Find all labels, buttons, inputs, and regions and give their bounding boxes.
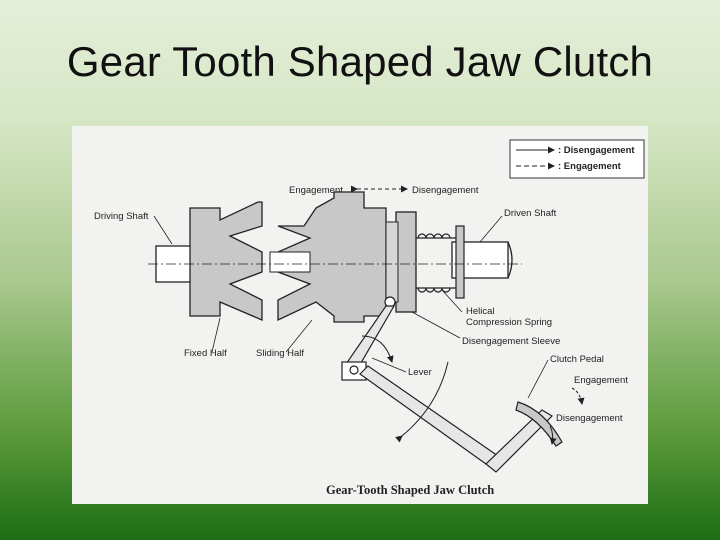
helical-spring-label-1: Helical (466, 306, 495, 317)
lever-pivot-pin (349, 365, 359, 375)
helical-spring-label-2: Compression Spring (466, 317, 552, 328)
disengagement-top-label: Disengagement (412, 185, 479, 196)
sliding-half-label: Sliding Half (256, 348, 304, 359)
clutch-diagram: : Disengagement : Engagement Engagement … (72, 126, 648, 504)
helical-spring (416, 233, 456, 293)
clutch-diagram-svg: : Disengagement : Engagement Engagement … (94, 139, 645, 497)
disengagement-sleeve-label: Disengagement Sleeve (462, 336, 560, 347)
legend-engagement-label: : Engagement (558, 161, 622, 172)
engagement-top-label: Engagement (289, 185, 343, 196)
legend: : Disengagement : Engagement (509, 139, 645, 179)
lever-label: Lever (408, 367, 432, 378)
legend-disengagement-label: : Disengagement (558, 145, 635, 156)
pedal-arm-upper (485, 409, 553, 473)
driven-shaft-label: Driven Shaft (504, 208, 557, 219)
fixed-half-label: Fixed Half (184, 348, 227, 359)
diagram-caption: Gear-Tooth Shaped Jaw Clutch (326, 483, 494, 497)
clutch-pedal (515, 401, 563, 447)
pedal-arm (359, 365, 500, 465)
spring-stop (455, 225, 465, 299)
pedal-engagement-label: Engagement (574, 375, 628, 386)
driving-shaft-label: Driving Shaft (94, 211, 149, 222)
pedal-disengagement-label: Disengagement (556, 413, 623, 424)
clutch-pedal-label: Clutch Pedal (550, 354, 604, 365)
slide-title: Gear Tooth Shaped Jaw Clutch (66, 38, 654, 85)
disengagement-sleeve (395, 211, 417, 313)
sliding-key (269, 251, 311, 273)
fixed-half (189, 201, 263, 321)
top-direction-arrow: Engagement Disengagement (289, 185, 479, 196)
